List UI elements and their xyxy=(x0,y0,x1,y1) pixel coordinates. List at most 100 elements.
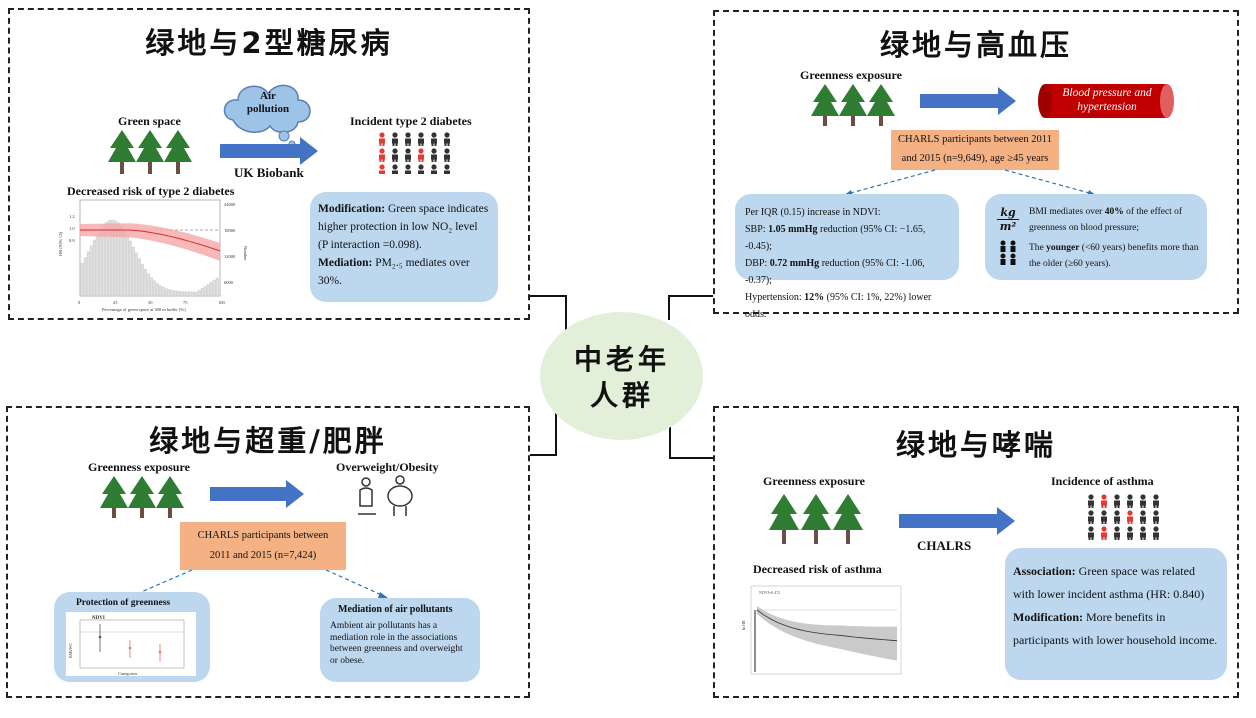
uk-biobank-label: UK Biobank xyxy=(234,165,304,180)
person-icon xyxy=(1140,494,1146,508)
bmi-text-b: of the effect of greenness on blood pres… xyxy=(1029,207,1183,233)
association-label: Association: xyxy=(1013,564,1076,578)
mini-xtick: 0 xyxy=(78,300,81,305)
charls-box: CHARLS participants between 2011 and 201… xyxy=(180,522,346,570)
center-ellipse xyxy=(540,312,703,440)
air-pollution-label: Air pollution xyxy=(246,90,290,115)
person-icon xyxy=(379,148,385,162)
young-bold: younger xyxy=(1046,243,1080,253)
person-icon xyxy=(392,164,398,174)
chalrs-label: CHALRS xyxy=(917,538,972,553)
greenness-label: Greenness exposure xyxy=(88,460,190,474)
blood-vessel-icon xyxy=(1038,84,1174,118)
person-icon xyxy=(1153,510,1159,524)
panel-title: 绿地与超重/肥胖 xyxy=(149,424,387,458)
greenness-label: Greenness exposure xyxy=(800,68,902,82)
panel-asthma: 绿地与哮喘 Greenness exposure CHALRS Incidenc… xyxy=(713,406,1239,698)
panel-title: 绿地与哮喘 xyxy=(895,428,1056,462)
dbp-label: DBP: xyxy=(745,258,768,269)
person-icon xyxy=(444,132,450,146)
per-iqr-text: Per IQR (0.15) increase in NDVI: xyxy=(745,207,881,218)
person-icon xyxy=(1101,510,1107,524)
ndvi-effects-box: Per IQR (0.15) increase in NDVI: SBP: 1.… xyxy=(735,194,959,320)
modification-text: Green space indicates higher protection … xyxy=(318,203,489,251)
person-icon xyxy=(431,164,437,174)
young-text-c: (<60 years) benefits more than the older… xyxy=(1029,243,1199,269)
person-icon xyxy=(1140,510,1146,524)
dbp-value: 0.72 mmHg xyxy=(769,258,820,269)
exposure-arrow xyxy=(920,87,1016,115)
person-icon xyxy=(1140,526,1146,540)
bmi-percent: 40% xyxy=(1104,207,1124,217)
outcome-label: Blood pressure and hypertension xyxy=(1062,87,1152,113)
person-icon xyxy=(431,148,437,162)
person-icon xyxy=(405,148,411,162)
mini-title: NDVI xyxy=(92,616,105,621)
person-icon xyxy=(392,132,398,146)
charls-box: CHARLS participants between 2011 and 201… xyxy=(891,130,1059,170)
panel-hypertension: 绿地与高血压 Greenness exposure Blood pressure… xyxy=(713,10,1239,320)
people-icon xyxy=(379,132,450,174)
person-icon xyxy=(392,148,398,162)
young-text-a: The xyxy=(1029,243,1044,253)
hypertension-label: Hypertension: xyxy=(745,292,802,303)
trees-icon xyxy=(769,494,863,544)
person-icon xyxy=(1127,526,1133,540)
mini-ytick: 1.0 xyxy=(69,226,75,231)
modification-text: More benefits in participants with lower… xyxy=(1013,610,1218,647)
mini-ylabel: ln HR xyxy=(741,620,746,630)
person-icon xyxy=(405,132,411,146)
bmi-text-a: BMI mediates over xyxy=(1029,207,1103,217)
mediation-label: Mediation: xyxy=(318,257,373,269)
modification-box: Modification: Green space indicates high… xyxy=(310,192,498,302)
person-icon xyxy=(1088,510,1094,524)
person-icon xyxy=(1114,526,1120,540)
decreased-risk-label: Decreased risk of type 2 diabetes xyxy=(67,184,235,198)
person-icon xyxy=(1153,526,1159,540)
mini-xlabel: Categories xyxy=(118,671,137,676)
mini-ytick-right: 24000 xyxy=(224,202,236,207)
modification-label: Modification: xyxy=(318,203,386,215)
person-icon xyxy=(418,148,424,162)
greenness-label: Greenness exposure xyxy=(763,474,865,488)
mini-chart-diabetes: HR (95% CI)1.21.00.82400018000120006000N… xyxy=(58,199,248,312)
association-box: Association: Green space was related wit… xyxy=(1005,548,1227,680)
person-icon xyxy=(1114,494,1120,508)
person-icon xyxy=(379,164,385,174)
person-icon xyxy=(444,164,450,174)
mini-ylabel: HR (95% CI) xyxy=(58,231,63,256)
person-icon xyxy=(444,148,450,162)
person-icon xyxy=(418,164,424,174)
panel-diabetes: 绿地与2型糖尿病 Air pollution Green space UK Bi… xyxy=(8,8,530,320)
person-icon xyxy=(418,132,424,146)
dbp-rest: reduction (95% CI: -1.06, -0.37); xyxy=(745,258,925,286)
mediation-title: Mediation of air pollutants xyxy=(338,604,453,615)
hypertension-value: 12% xyxy=(804,292,825,303)
person-icon xyxy=(1101,494,1107,508)
mini-ytick: 1.2 xyxy=(69,214,75,219)
obesity-icon xyxy=(358,475,413,516)
mini-xlabel: Percentage of green space at 300 m buffe… xyxy=(102,307,186,312)
person-icon xyxy=(1127,494,1133,508)
sbp-rest: reduction (95% CI: −1.65, -0.45); xyxy=(745,224,926,252)
mini-ytick: 0.8 xyxy=(69,238,75,243)
exposure-arrow xyxy=(899,507,1015,535)
person-icon xyxy=(405,164,411,174)
person-icon xyxy=(1114,510,1120,524)
center-title: 中老年人群 xyxy=(573,343,670,412)
mediation-text: Ambient air pollutants has a mediation r… xyxy=(330,621,463,666)
association-text: Green space was related with lower incid… xyxy=(1013,564,1205,601)
mini-ytick-right: 18000 xyxy=(224,228,236,233)
sbp-value: 1.05 mmHg xyxy=(768,224,818,235)
person-icon xyxy=(1101,526,1107,540)
panel-obesity: 绿地与超重/肥胖 Greenness exposure Overweight/O… xyxy=(6,406,530,698)
exposure-arrow xyxy=(220,137,318,165)
mini-ylabel: BMI/WC xyxy=(68,643,73,658)
trees-icon xyxy=(108,130,192,174)
person-icon xyxy=(379,132,385,146)
mini-xtick: 100 xyxy=(218,300,226,305)
